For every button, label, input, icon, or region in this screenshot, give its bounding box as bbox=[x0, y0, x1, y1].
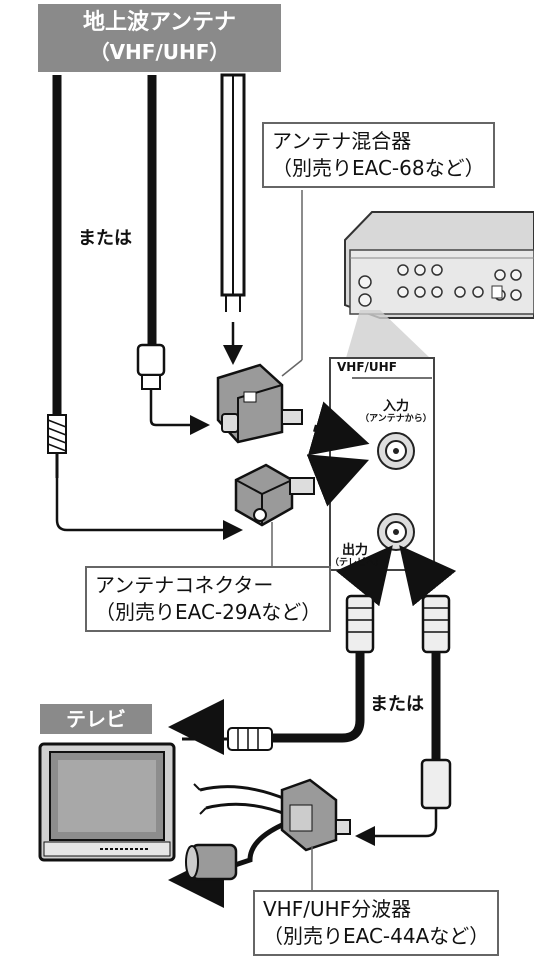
input-label-block: 入力 （アンテナから） bbox=[356, 400, 436, 426]
or-label-bottom: または bbox=[370, 694, 424, 715]
mixer-callout: アンテナ混合器 （別売りEAC-68など） bbox=[262, 122, 495, 188]
antenna-mixer bbox=[216, 359, 303, 444]
panel-title: VHF/UHF bbox=[337, 360, 397, 374]
input-label: 入力 bbox=[382, 399, 409, 414]
connector-callout: アンテナコネクター （別売りEAC-29Aなど） bbox=[85, 566, 332, 632]
terrestrial-antenna-label: 地上波アンテナ （VHF/UHF） bbox=[38, 4, 281, 72]
output-label: 出力 bbox=[341, 543, 368, 558]
recorder-rear-panel bbox=[344, 211, 534, 319]
vhf-uhf-splitter bbox=[185, 778, 351, 881]
or-label-top: または bbox=[78, 228, 132, 249]
terminal-panel bbox=[329, 357, 435, 571]
output-cable-right bbox=[355, 594, 452, 846]
connector-callout-name: アンテナコネクター bbox=[95, 573, 274, 597]
panel-zoom-wedge bbox=[346, 310, 430, 358]
splitter-callout-model: （別売りEAC-44Aなど） bbox=[263, 924, 490, 948]
coax-plug bbox=[136, 343, 210, 435]
tv-label: テレビ bbox=[40, 704, 152, 734]
mixer-callout-name: アンテナ混合器 bbox=[272, 129, 412, 153]
terrestrial-antenna-title: 地上波アンテナ bbox=[82, 10, 237, 35]
output-label-block: 出力 （テレビへ） bbox=[330, 544, 380, 570]
output-sublabel: （テレビへ） bbox=[330, 558, 380, 568]
antenna-cables bbox=[52, 73, 246, 415]
splitter-callout-name: VHF/UHF分波器 bbox=[263, 897, 412, 921]
tv-set bbox=[38, 742, 176, 862]
input-sublabel: （アンテナから） bbox=[360, 414, 432, 424]
terrestrial-antenna-sub: （VHF/UHF） bbox=[89, 40, 230, 64]
antenna-connector bbox=[234, 463, 315, 527]
connector-callout-model: （別売りEAC-29Aなど） bbox=[95, 600, 322, 624]
mixer-callout-model: （別売りEAC-68など） bbox=[272, 156, 485, 180]
stripped-coax bbox=[47, 414, 243, 540]
splitter-callout: VHF/UHF分波器 （別売りEAC-44Aなど） bbox=[253, 890, 500, 956]
